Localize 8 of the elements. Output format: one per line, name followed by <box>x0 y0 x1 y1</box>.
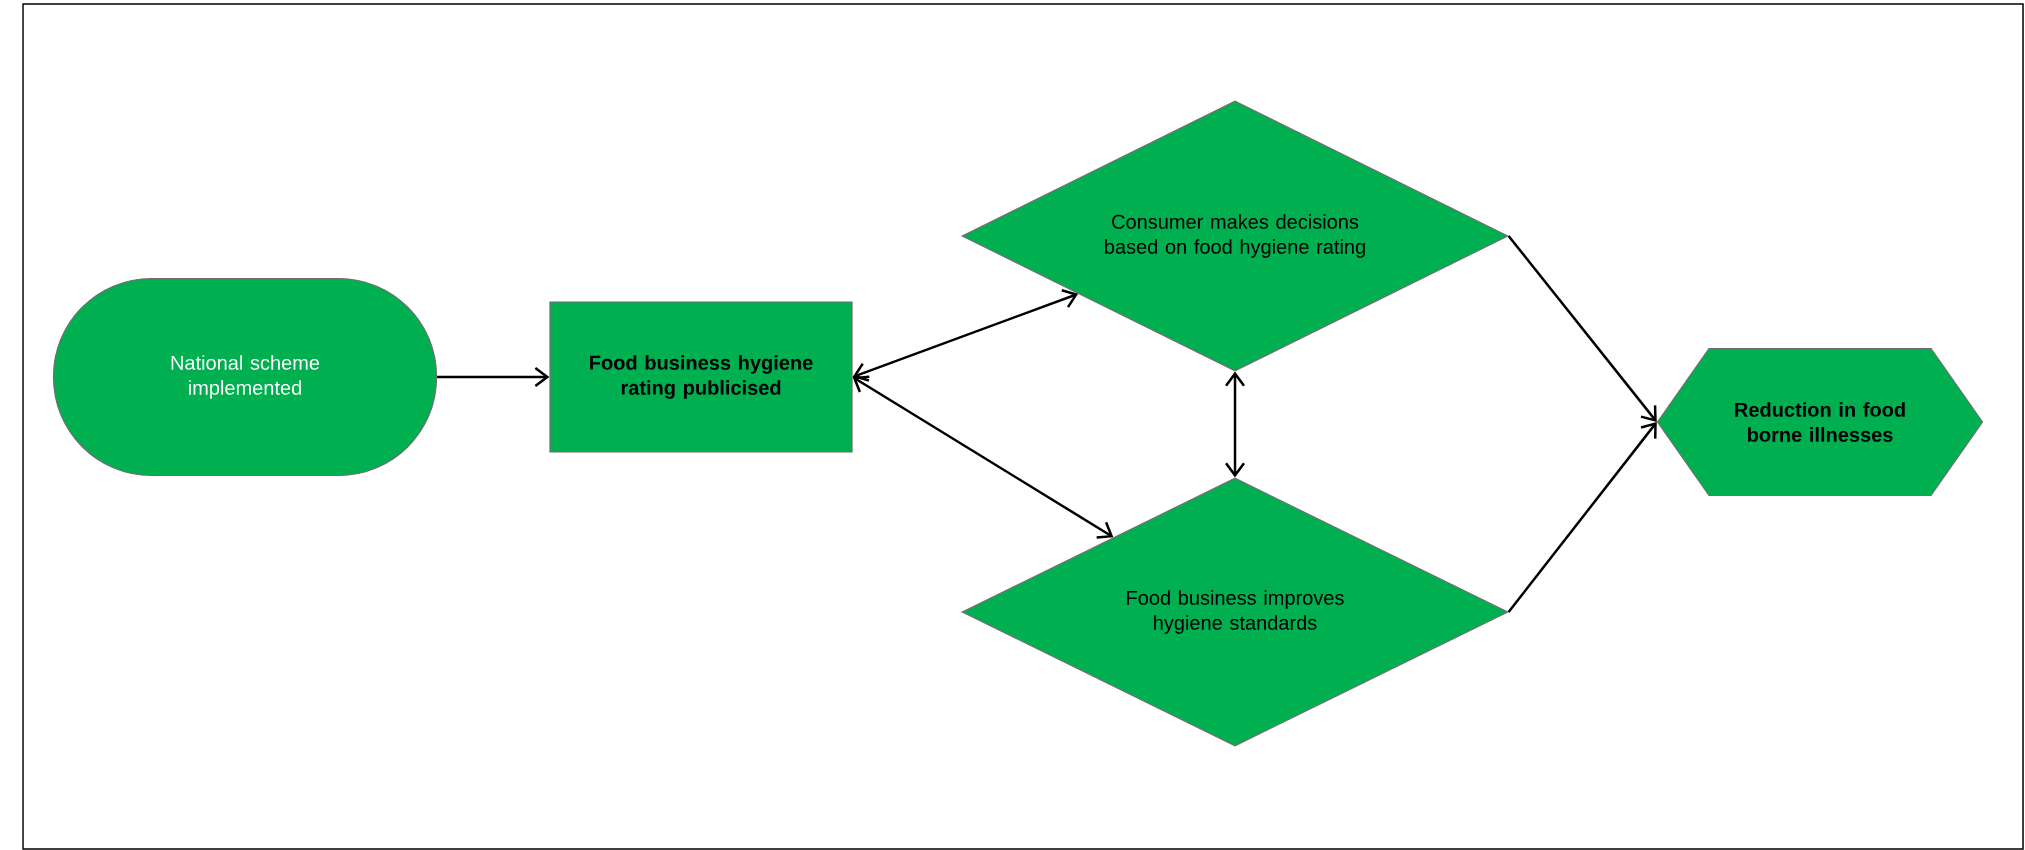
arrow <box>852 289 1079 382</box>
arrow <box>1507 422 1657 613</box>
arrow <box>1225 371 1245 478</box>
process-box: Food business hygiene rating publicised <box>549 301 853 453</box>
outcome-hexagon: Reduction in food borne illnesses <box>1656 347 1984 497</box>
arrow <box>852 375 1114 539</box>
arrow <box>1507 235 1657 422</box>
arrow <box>437 367 550 387</box>
